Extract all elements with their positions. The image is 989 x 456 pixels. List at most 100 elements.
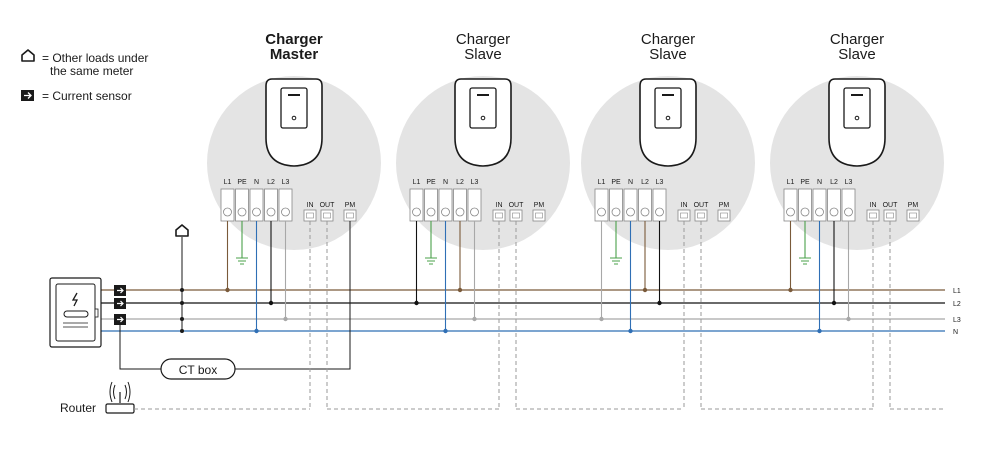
terminal-screw — [640, 207, 650, 217]
comm-port — [906, 209, 920, 222]
charger-2-title-1: Charger — [456, 31, 510, 48]
current-sensors — [114, 285, 126, 325]
terminal-label: L1 — [224, 179, 232, 186]
terminal-label: L1 — [413, 179, 421, 186]
comm-port-inner — [680, 212, 688, 219]
terminal-screw — [626, 207, 635, 217]
junction-dot — [846, 316, 851, 322]
current-sensor-icon — [114, 314, 126, 325]
junction-dot — [225, 287, 230, 293]
comm-port — [509, 209, 523, 222]
bus-label: L2 — [953, 301, 961, 308]
other-load — [175, 224, 189, 333]
junction-dot — [254, 328, 259, 334]
terminal-screw — [455, 207, 465, 217]
charger-indicator — [854, 115, 860, 121]
house-icon — [21, 49, 35, 62]
comm-port-inner — [869, 212, 877, 219]
legend-home-text-1: = Other loads under — [42, 51, 148, 65]
meter — [49, 277, 102, 348]
terminal-label: L2 — [267, 179, 275, 186]
junction-dot — [457, 287, 463, 293]
charger-panel — [280, 87, 308, 129]
comm-terminal-label: IN — [870, 202, 877, 209]
comm-port — [492, 209, 506, 222]
terminal-label: PE — [611, 179, 621, 186]
terminal-label: PE — [426, 179, 436, 186]
terminal-screw — [223, 207, 232, 217]
lightning-icon — [71, 292, 79, 307]
terminal-label: N — [817, 179, 822, 186]
charger-indicator — [480, 115, 486, 121]
junction-dot — [642, 287, 648, 293]
comm-port-inner — [535, 212, 543, 219]
junction-dot — [268, 300, 274, 306]
comm-terminal-label: OUT — [320, 202, 336, 209]
charger-panel — [469, 87, 497, 129]
comm-port — [532, 209, 546, 222]
terminal-screw — [611, 207, 621, 217]
bus-lines — [101, 289, 945, 332]
comm-port-inner — [306, 212, 314, 219]
terminal-label: L2 — [641, 179, 649, 186]
comm-port-inner — [495, 212, 503, 219]
terminal-label: N — [443, 179, 448, 186]
terminal-label: L1 — [787, 179, 795, 186]
current-sensor-icon — [114, 298, 126, 309]
comm-terminal-label: OUT — [694, 202, 710, 209]
comm-terminal-label: OUT — [509, 202, 525, 209]
comm-port — [320, 209, 334, 222]
terminal-label: PE — [237, 179, 247, 186]
junction-dot — [443, 328, 448, 334]
comm-terminal-label: IN — [496, 202, 503, 209]
junction-dot — [283, 316, 288, 322]
charger-4-title-2: Slave — [838, 46, 876, 63]
bus-label: N — [953, 329, 958, 336]
charger-indicator — [291, 115, 297, 121]
comm-port-inner — [512, 212, 520, 219]
router: Router — [60, 381, 135, 415]
junction-dot — [599, 316, 604, 322]
comm-port — [694, 209, 708, 222]
comm-port-inner — [720, 212, 728, 219]
terminal-screw — [237, 207, 247, 217]
terminal-screw — [281, 207, 290, 217]
terminal-screw — [844, 207, 853, 217]
bus-label: L3 — [953, 317, 961, 324]
terminal-label: N — [628, 179, 633, 186]
comm-terminal-label: PM — [719, 202, 730, 209]
router-label: Router — [60, 401, 96, 415]
terminal-label: L3 — [656, 179, 664, 186]
junction-dot — [472, 316, 477, 322]
comm-port-inner — [886, 212, 894, 219]
terminal-screw — [655, 207, 664, 217]
terminal-screw — [470, 207, 479, 217]
comm-terminal-label: PM — [534, 202, 545, 209]
bus-label: L1 — [953, 288, 961, 295]
terminal-label: L3 — [845, 179, 853, 186]
terminal-screw — [252, 207, 261, 217]
charger-indicator — [665, 115, 671, 121]
charger-3-title-2: Slave — [649, 46, 687, 63]
terminal-screw — [815, 207, 824, 217]
charger-1-title-2: Master — [270, 46, 319, 63]
legend-home-text-2: the same meter — [50, 64, 133, 78]
network-lines — [134, 221, 945, 410]
comm-terminal-label: PM — [908, 202, 919, 209]
charger-4-title-1: Charger — [830, 31, 884, 48]
comm-terminal-label: IN — [307, 202, 314, 209]
terminal-screw — [800, 207, 810, 217]
ct-box-wiring: CT box — [119, 221, 351, 380]
terminal-label: N — [254, 179, 259, 186]
junction-dot — [817, 328, 822, 334]
comm-port — [717, 209, 731, 222]
charger-panel — [843, 87, 871, 129]
comm-port-inner — [323, 212, 331, 219]
junction-dot — [657, 300, 662, 306]
terminal-screw — [426, 207, 436, 217]
current-sensor-icon — [114, 285, 126, 296]
